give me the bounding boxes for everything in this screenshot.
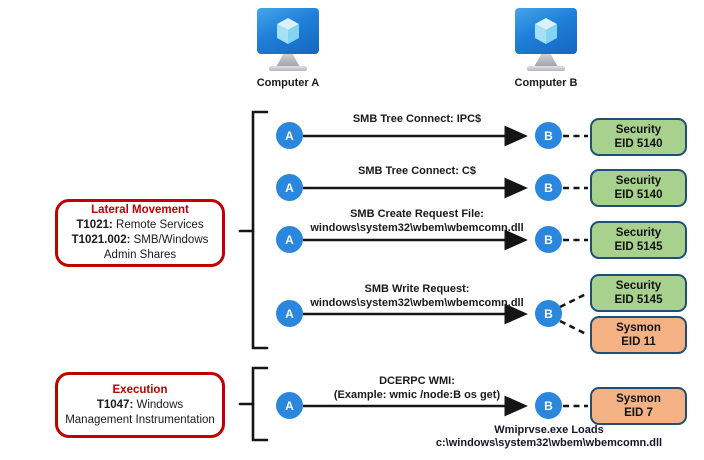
monitor-stand xyxy=(276,54,300,66)
node-a: A xyxy=(276,392,303,419)
node-b: B xyxy=(535,174,562,201)
computer-a: Computer A xyxy=(243,8,333,89)
footnote-wmiprvse: Wmiprvse.exe Loads c:\windows\system32\w… xyxy=(435,424,663,449)
node-a: A xyxy=(276,174,303,201)
node-a: A xyxy=(276,122,303,149)
flow-label-dcerpc-wmi: DCERPC WMI: (Example: wmic /node:B os ge… xyxy=(333,375,501,401)
flow-label-smb-create: SMB Create Request File: windows\system3… xyxy=(310,208,524,234)
tactic-box-lateral-movement: Lateral Movement T1021: Remote Services … xyxy=(55,199,225,267)
tactic-entry: T1021: Remote Services xyxy=(76,219,204,231)
node-b: B xyxy=(535,392,562,419)
tactic-title: Lateral Movement xyxy=(91,204,189,216)
node-b: B xyxy=(535,300,562,327)
node-b: B xyxy=(535,122,562,149)
computer-b-label: Computer B xyxy=(514,77,578,89)
event-box-security-5140: Security EID 5140 xyxy=(590,118,687,156)
flow-label-smb-tree-ipc: SMB Tree Connect: IPC$ xyxy=(352,113,482,125)
computer-a-label: Computer A xyxy=(256,77,320,89)
monitor-icon xyxy=(515,8,577,54)
event-box-security-5145: Security EID 5145 xyxy=(590,221,687,259)
event-box-security-5140: Security EID 5140 xyxy=(590,169,687,207)
node-a: A xyxy=(276,226,303,253)
monitor-base xyxy=(527,66,565,71)
computer-b: Computer B xyxy=(501,8,591,89)
tactic-entry: T1021.002: SMB/Windows Admin Shares xyxy=(71,234,209,261)
flow-label-smb-write: SMB Write Request: windows\system32\wbem… xyxy=(310,283,524,309)
cube-icon xyxy=(277,18,299,44)
monitor-base xyxy=(269,66,307,71)
node-a: A xyxy=(276,300,303,327)
tactic-box-execution: Execution T1047: Windows Management Inst… xyxy=(55,372,225,438)
flow-label-smb-tree-c: SMB Tree Connect: C$ xyxy=(358,165,476,177)
monitor-icon xyxy=(257,8,319,54)
node-b: B xyxy=(535,226,562,253)
tactic-title: Execution xyxy=(112,383,168,396)
event-box-sysmon-7: Sysmon EID 7 xyxy=(590,387,687,425)
cube-icon xyxy=(535,18,557,44)
event-box-sysmon-11: Sysmon EID 11 xyxy=(590,316,687,354)
monitor-stand xyxy=(534,54,558,66)
tactic-entry: T1047: Windows Management Instrumentatio… xyxy=(65,398,215,426)
event-box-security-5145: Security EID 5145 xyxy=(590,274,687,312)
